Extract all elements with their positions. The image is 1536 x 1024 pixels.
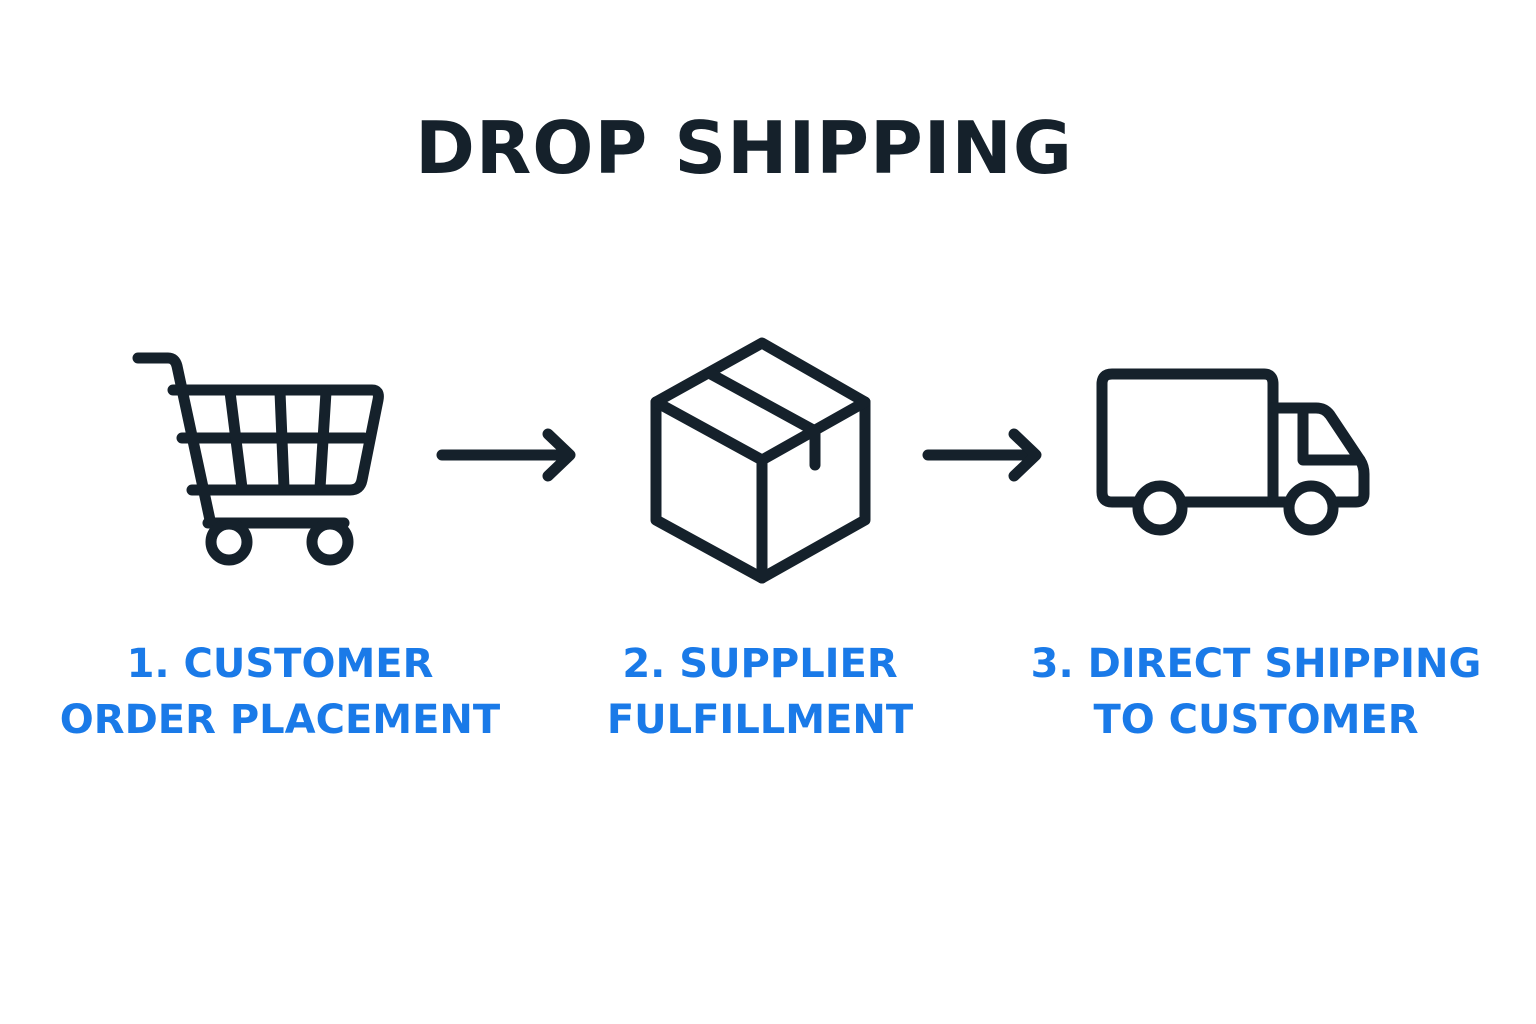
- step-label-line: ORDER PLACEMENT: [59, 697, 501, 743]
- step-label-line: 3. DIRECT SHIPPING: [1030, 641, 1482, 687]
- delivery-truck-icon: [1096, 368, 1370, 536]
- arrow-right-icon: [436, 428, 576, 482]
- page-title: DROP SHIPPING: [415, 106, 1073, 190]
- step-label-supplier-fulfillment: 2. SUPPLIER FULFILLMENT: [520, 636, 1000, 748]
- shopping-cart-icon: [132, 352, 384, 566]
- step-label-line: 1. CUSTOMER: [126, 641, 434, 687]
- step-label-line: TO CUSTOMER: [1093, 697, 1419, 743]
- package-box-icon: [650, 337, 871, 584]
- step-label-direct-shipping: 3. DIRECT SHIPPING TO CUSTOMER: [1016, 636, 1496, 748]
- step-label-customer-order: 1. CUSTOMER ORDER PLACEMENT: [40, 636, 520, 748]
- step-label-line: FULFILLMENT: [606, 697, 914, 743]
- step-label-line: 2. SUPPLIER: [622, 641, 898, 687]
- arrow-right-icon: [922, 428, 1042, 482]
